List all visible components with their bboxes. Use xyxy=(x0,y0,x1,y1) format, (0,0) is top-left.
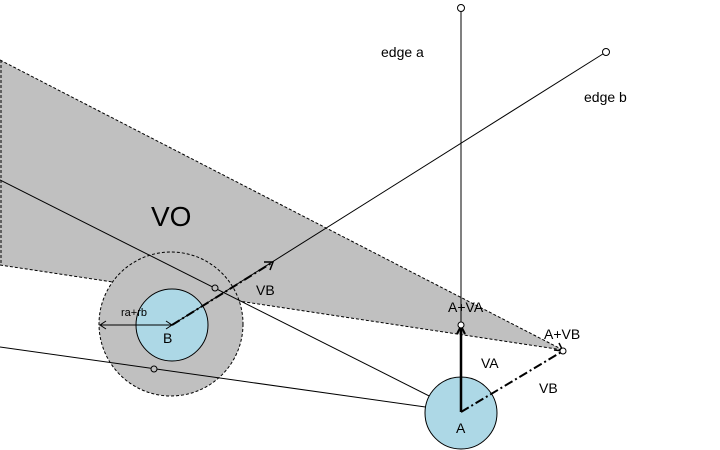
agent-b-label: B xyxy=(163,330,172,346)
edge-a-endpoint xyxy=(457,4,465,12)
vb-label-upper: VB xyxy=(256,282,275,298)
edge-b-endpoint xyxy=(602,48,610,56)
vb-vector-from-b xyxy=(171,261,274,326)
vb-vector-from-a xyxy=(460,350,564,413)
tangent-line-lower xyxy=(0,346,462,413)
edge-b-label: edge b xyxy=(584,89,627,105)
vo-upper-boundary xyxy=(0,59,564,351)
va-label: VA xyxy=(481,355,499,371)
edge-a-label: edge a xyxy=(381,44,424,60)
agent-a-label: A xyxy=(456,420,466,436)
vb-arrowhead-upper xyxy=(264,261,275,271)
tangent-point-lower xyxy=(150,365,158,373)
ra-rb-label: ra+rb xyxy=(121,307,147,319)
a-plus-vb-label: A+VB xyxy=(544,326,580,342)
a-plus-va-point xyxy=(457,321,465,329)
ra-rb-arrowhead-right xyxy=(165,320,173,330)
tangent-line-upper xyxy=(0,179,462,413)
ra-rb-arrowhead-left xyxy=(99,320,107,330)
a-plus-va-label: A+VA xyxy=(448,299,484,315)
vb-label-lower: VB xyxy=(539,380,558,396)
vo-label: VO xyxy=(151,201,191,232)
a-plus-vb-point xyxy=(559,347,567,355)
tangent-point-upper xyxy=(211,284,219,292)
